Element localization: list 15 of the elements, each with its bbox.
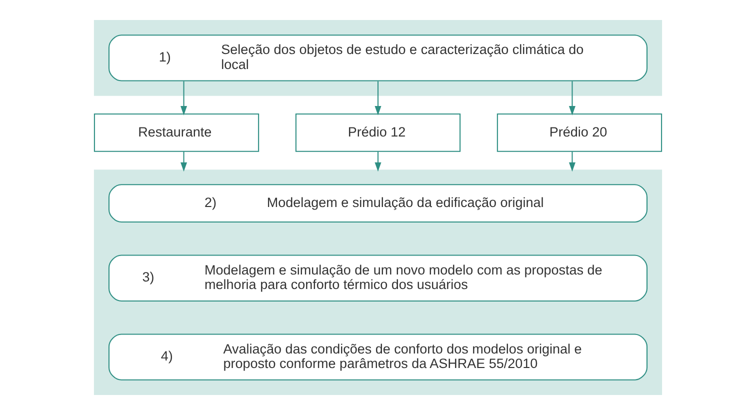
cluster bbox=[93, 170, 662, 395]
arrow bbox=[180, 81, 187, 116]
node-box: 3) Modelagem e simulação de um novo modelo com as propostas de melhoria para conforto térmico dos usuários bbox=[108, 254, 648, 302]
node-box: Prédio 12 bbox=[294, 114, 460, 152]
node-box: 4) Avaliação das condições de conforto dos modelos original e proposto conforme parâmetros da ASHRAE 55/2010 bbox=[108, 334, 648, 380]
arrow bbox=[568, 81, 575, 116]
arrow bbox=[374, 152, 381, 172]
arrow bbox=[374, 81, 381, 116]
node-box: Restaurante bbox=[93, 114, 259, 152]
cluster bbox=[93, 20, 662, 96]
node-box: Prédio 20 bbox=[496, 114, 662, 152]
node-box: 1) Seleção dos objetos de estudo e caracterização climática do local bbox=[108, 34, 648, 82]
arrow bbox=[180, 152, 187, 172]
node-box: 2) Modelagem e simulação da edificação original bbox=[108, 184, 648, 223]
arrow bbox=[568, 152, 575, 172]
